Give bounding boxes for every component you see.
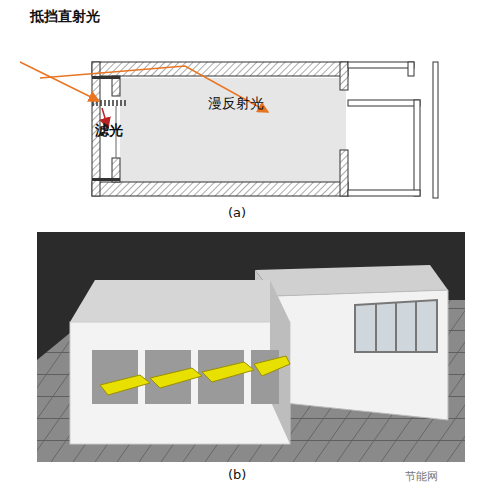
render-scene: [37, 232, 465, 462]
watermark: 节能网: [405, 469, 438, 484]
figure-label: (a): [228, 205, 246, 220]
section-drawing: [20, 62, 438, 198]
figure-label: (b): [228, 467, 246, 482]
callout-label: 抵挡直射光: [30, 8, 100, 26]
callout-label: 漫反射光: [208, 95, 264, 113]
callout-label: 滤光: [95, 122, 123, 140]
